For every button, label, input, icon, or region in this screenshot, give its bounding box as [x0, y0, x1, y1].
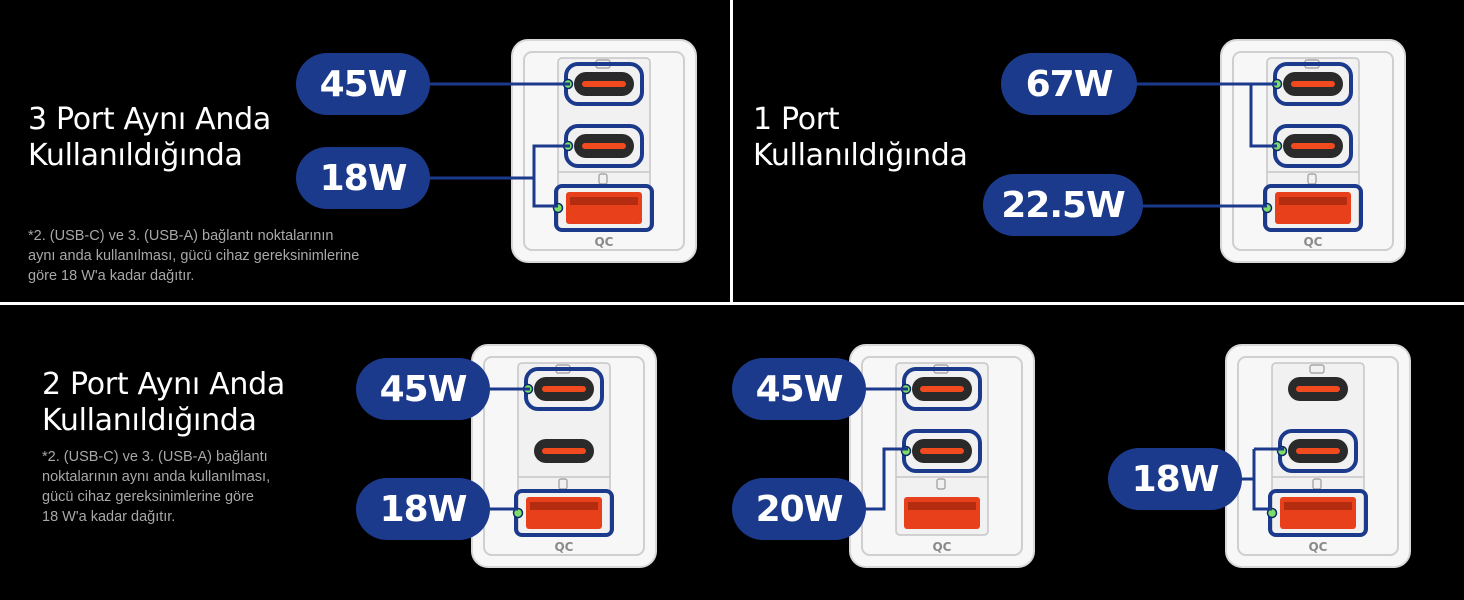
usb-c-port-tongue: [1296, 448, 1340, 454]
panel-three-ports: 3 Port Aynı Anda Kullanıldığında *2. (US…: [0, 0, 730, 302]
note-line: gücü cihaz gereksinimlerine göre: [42, 489, 254, 505]
usb-c-port-tongue: [582, 143, 626, 149]
power-badge-18w: 18W: [296, 147, 430, 209]
panel-two-ports-note: *2. (USB-C) ve 3. (USB-A) bağlantı nokta…: [42, 447, 462, 527]
port-highlight-dot: [1276, 445, 1288, 457]
note-line: göre 18 W'a kadar dağıtır.: [28, 268, 195, 284]
title-line: Kullanıldığında: [28, 138, 243, 173]
power-badge-45w: 45W: [732, 358, 866, 420]
usb-c-port-tongue: [920, 448, 964, 454]
usb-a-port-contacts: [1279, 197, 1347, 205]
title-line: 2 Port Aynı Anda: [42, 367, 285, 402]
charger-svg: QC: [1225, 344, 1411, 568]
note-line: *2. (USB-C) ve 3. (USB-A) bağlantı: [42, 449, 268, 465]
title-line: Kullanıldığında: [753, 138, 968, 173]
note-line: aynı anda kullanılması, gücü cihaz gerek…: [28, 248, 360, 264]
horizontal-divider: [0, 302, 1464, 305]
charger: QC: [510, 38, 698, 269]
title-line: Kullanıldığında: [42, 403, 257, 438]
port-highlight-dot: [552, 202, 564, 214]
charger: QC: [1219, 38, 1407, 269]
usb-c-port-tongue: [542, 448, 586, 454]
charger-face-outline: [1232, 51, 1394, 251]
charger: QC: [470, 343, 658, 574]
charger: QC: [848, 343, 1036, 574]
usb-a-port-contacts: [570, 197, 638, 205]
usb-a-port-icon: [566, 192, 642, 224]
power-badge-45w: 45W: [356, 358, 490, 420]
panel-two-ports-title: 2 Port Aynı Anda Kullanıldığında: [42, 367, 285, 439]
usb-a-port-contacts: [1284, 502, 1352, 510]
port-highlight-dot: [512, 507, 524, 519]
power-badge-22-5w: 22.5W: [983, 174, 1143, 236]
charger-svg: QC: [1220, 39, 1406, 263]
power-badge-18w: 18W: [356, 478, 490, 540]
usb-c-port-tongue: [582, 81, 626, 87]
charger-face-outline: [483, 356, 645, 556]
note-line: 18 W'a kadar dağıtır.: [42, 509, 176, 525]
qc-logo: QC: [1308, 540, 1327, 554]
panel-three-ports-title: 3 Port Aynı Anda Kullanıldığında: [28, 102, 271, 174]
port-highlight-dot: [562, 78, 574, 90]
usb-c-port-tongue: [1291, 81, 1335, 87]
usb-a-port-icon: [526, 497, 602, 529]
note-line: *2. (USB-C) ve 3. (USB-A) bağlantı nokta…: [28, 228, 334, 244]
panel-three-ports-note: *2. (USB-C) ve 3. (USB-A) bağlantı nokta…: [28, 226, 448, 286]
power-badge-20w: 20W: [732, 478, 866, 540]
usb-c-port-tongue: [920, 386, 964, 392]
usb-a-port-contacts: [908, 502, 976, 510]
port-highlight-dot: [1271, 78, 1283, 90]
qc-logo: QC: [554, 540, 573, 554]
port-highlight-dot: [1261, 202, 1273, 214]
qc-logo: QC: [932, 540, 951, 554]
qc-logo: QC: [594, 235, 613, 249]
panel-one-port: 1 Port Kullanıldığında QC 67W 22.5W: [733, 0, 1464, 302]
qc-logo: QC: [1303, 235, 1322, 249]
power-badge-18w: 18W: [1108, 448, 1242, 510]
usb-c-symbol-icon: [1309, 364, 1325, 374]
vertical-divider: [730, 0, 733, 304]
usb-a-port-icon: [904, 497, 980, 529]
power-badge-45w: 45W: [296, 53, 430, 115]
usb-a-port-contacts: [530, 502, 598, 510]
usb-a-port-icon: [1280, 497, 1356, 529]
usb-a-symbol-icon: [936, 478, 946, 490]
usb-a-port-icon: [1275, 192, 1351, 224]
usb-c-port-tongue: [1296, 386, 1340, 392]
panel-one-port-title: 1 Port Kullanıldığında: [753, 102, 968, 174]
port-highlight-dot: [900, 445, 912, 457]
charger-face-outline: [1237, 356, 1399, 556]
charger-svg: QC: [471, 344, 657, 568]
port-highlight-dot: [522, 383, 534, 395]
charger-svg: QC: [849, 344, 1035, 568]
charger: QC: [1224, 343, 1412, 574]
port-highlight-dot: [562, 140, 574, 152]
title-line: 1 Port: [753, 102, 840, 137]
usb-c-port-tongue: [1291, 143, 1335, 149]
panel-two-ports: 2 Port Aynı Anda Kullanıldığında *2. (US…: [0, 305, 1464, 600]
port-highlight-dot: [1266, 507, 1278, 519]
charger-svg: QC: [511, 39, 697, 263]
usb-c-port-tongue: [542, 386, 586, 392]
title-line: 3 Port Aynı Anda: [28, 102, 271, 137]
port-highlight-dot: [900, 383, 912, 395]
port-highlight-dot: [1271, 140, 1283, 152]
note-line: noktalarının aynı anda kullanılması,: [42, 469, 271, 485]
power-badge-67w: 67W: [1001, 53, 1137, 115]
